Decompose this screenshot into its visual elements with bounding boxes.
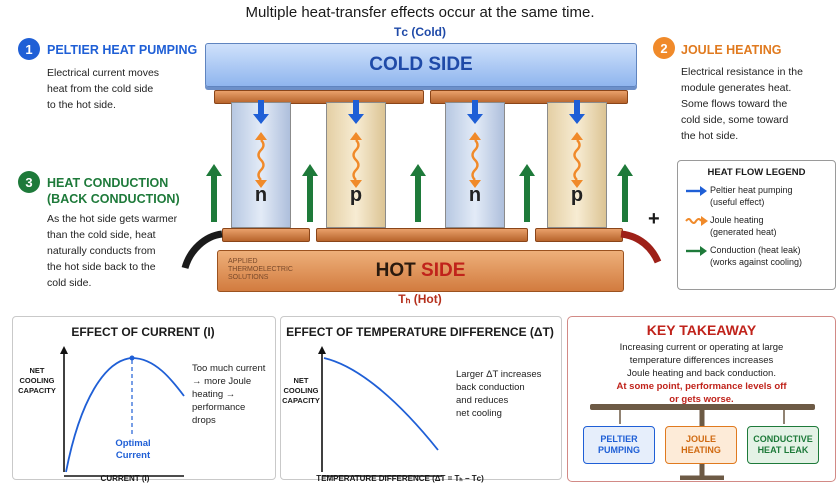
current-panel-title: EFFECT OF CURRENT (I) (71, 325, 215, 339)
orange-wavy-arrow-icon (685, 216, 708, 226)
joule-title: JOULE HEATING (681, 43, 782, 57)
current-curve-plot (60, 346, 185, 477)
bottom-copper-strip (222, 228, 310, 242)
conduction-arrow-icons (206, 164, 633, 222)
legend-item-joule: Joule heating(generated heat) (678, 214, 835, 238)
delta-t-effect-panel (280, 316, 562, 480)
hot-temperature-label: Tₕ (Hot) (398, 292, 442, 306)
delta-t-curve-plot (318, 346, 442, 477)
joule-arrow-icons (257, 139, 581, 181)
conduction-title: HEAT CONDUCTION (BACK CONDUCTION) (47, 176, 180, 206)
company-logo: APPLIED THERMOELECTRIC SOLUTIONS (228, 258, 293, 281)
joule-description: Electrical resistance in the module gene… (681, 66, 803, 142)
positive-wire-icon (620, 230, 662, 264)
legend-title: HEAT FLOW LEGEND (707, 167, 806, 178)
positive-terminal-sign: + (648, 208, 660, 230)
legend-item-conduction: Conduction (heat leak)(works against coo… (678, 244, 835, 268)
section-number-3: 3 (18, 171, 40, 193)
section-number-2: 2 (653, 37, 675, 59)
negative-wire-icon (181, 230, 223, 270)
cold-temperature-label: Tᴄ (Cold) (394, 25, 446, 39)
bottom-copper-strip (316, 228, 528, 242)
current-xlabel: CURRENT (I) (100, 474, 150, 483)
current-effect-panel (12, 316, 276, 480)
key-takeaway-body: Increasing current or operating at large… (619, 342, 784, 379)
key-takeaway-title: KEY TAKEAWAY (646, 322, 757, 338)
peltier-arrow-icons (253, 100, 585, 124)
conduction-description: As the hot side gets warmer than the col… (47, 213, 178, 289)
peltier-description: Electrical current moves heat from the c… (47, 67, 160, 111)
heat-flow-legend: HEAT FLOW LEGEND Peltier heat pumping(us… (677, 160, 836, 290)
cold-side-plate: COLD SIDE (205, 43, 637, 87)
peltier-title: PELTIER HEAT PUMPING (47, 43, 198, 57)
module-flow-arrows (181, 100, 662, 270)
section-number-1: 1 (18, 38, 40, 60)
cooling-curve (65, 357, 185, 473)
delta-t-panel-title: EFFECT OF TEMPERATURE DIFFERENCE (ΔT) (286, 325, 554, 339)
green-arrow-icon (686, 246, 707, 256)
hot-side-plate: HOT SIDE (217, 250, 624, 292)
delta-t-xlabel: TEMPERATURE DIFFERENCE (ΔT = Tₕ − Tᴄ) (316, 474, 484, 483)
blue-arrow-icon (686, 186, 707, 196)
top-copper-strip-left (214, 90, 424, 104)
cooling-decline-curve (323, 357, 439, 451)
page-header: Multiple heat-transfer effects occur at … (245, 4, 595, 21)
legend-item-peltier: Peltier heat pumping(useful effect) (678, 184, 835, 208)
